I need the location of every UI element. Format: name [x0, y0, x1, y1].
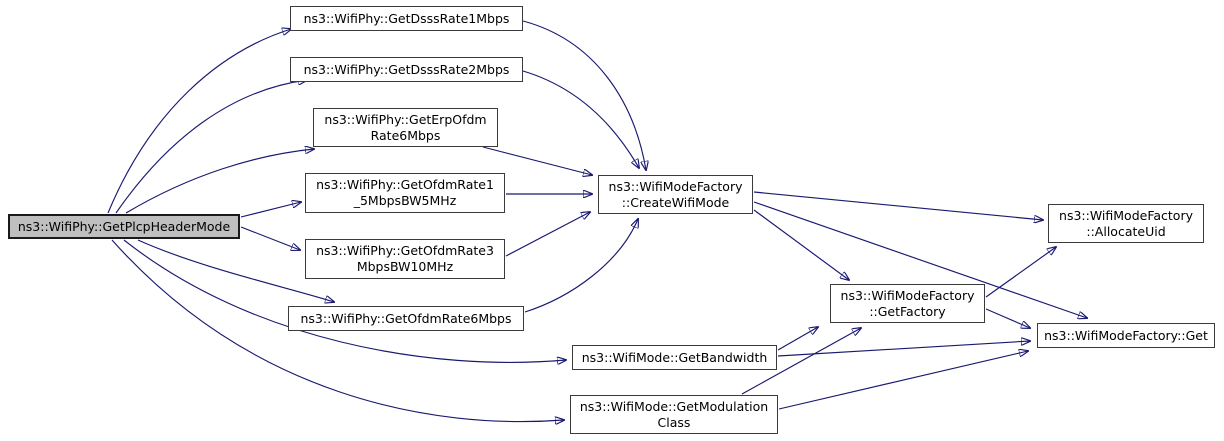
edge-create-to-getfactory — [753, 209, 849, 280]
edge-plcp-to-bandwidth — [123, 239, 566, 362]
node-get-bandwidth[interactable]: ns3::WifiMode::GetBandwidth — [572, 345, 777, 370]
edge-getfactory-to-get — [985, 308, 1030, 328]
edge-erpofdm6-to-create — [482, 146, 592, 175]
edge-create-to-allocateuid — [753, 191, 1043, 220]
node-get-ofdm-rate3mbps-bw10mhz[interactable]: ns3::WifiPhy::GetOfdmRate3 MbpsBW10MHz — [305, 239, 505, 279]
node-get-ofdm-rate1-5mbps-bw5mhz[interactable]: ns3::WifiPhy::GetOfdmRate1 _5MbpsBW5MHz — [305, 173, 505, 213]
edge-ofdm6-to-create — [524, 219, 638, 313]
edge-bandwidth-to-get — [777, 341, 1030, 357]
edge-dsss1-to-create — [522, 20, 646, 170]
node-allocate-uid[interactable]: ns3::WifiModeFactory ::AllocateUid — [1048, 204, 1204, 243]
edge-plcp-to-ofdm1-5 — [240, 202, 301, 218]
node-get-factory[interactable]: ns3::WifiModeFactory ::GetFactory — [830, 284, 985, 323]
node-get-ofdm-rate6mbps[interactable]: ns3::WifiPhy::GetOfdmRate6Mbps — [288, 306, 524, 331]
edge-getfactory-to-allocateuid — [985, 247, 1056, 298]
edge-modclass-to-getfactory — [741, 328, 861, 395]
node-get-dsss-rate2mbps[interactable]: ns3::WifiPhy::GetDsssRate2Mbps — [290, 57, 523, 82]
node-get[interactable]: ns3::WifiModeFactory::Get — [1037, 323, 1215, 348]
node-create-wifi-mode[interactable]: ns3::WifiModeFactory ::CreateWifiMode — [598, 175, 753, 214]
edge-plcp-to-ofdm6 — [137, 239, 334, 302]
edge-plcp-to-modclass — [111, 239, 564, 422]
node-get-erp-ofdm-rate6mbps[interactable]: ns3::WifiPhy::GetErpOfdm Rate6Mbps — [313, 108, 498, 147]
node-get-plcp-header-mode: ns3::WifiPhy::GetPlcpHeaderMode — [8, 214, 240, 239]
edge-plcp-to-dsss1 — [107, 29, 291, 214]
node-get-modulation-class[interactable]: ns3::WifiMode::GetModulation Class — [570, 395, 778, 434]
edge-ofdm3-to-create — [505, 212, 590, 257]
edge-create-to-get — [753, 201, 1087, 318]
edge-bandwidth-to-getfactory — [777, 327, 818, 351]
edge-modclass-to-get — [778, 351, 1028, 410]
edge-plcp-to-ofdm3 — [240, 226, 300, 250]
node-get-dsss-rate1mbps[interactable]: ns3::WifiPhy::GetDsssRate1Mbps — [290, 6, 523, 31]
edge-plcp-to-dsss2 — [115, 80, 307, 214]
edge-dsss2-to-create — [522, 70, 639, 168]
edge-plcp-to-erpofdm6 — [125, 149, 314, 214]
